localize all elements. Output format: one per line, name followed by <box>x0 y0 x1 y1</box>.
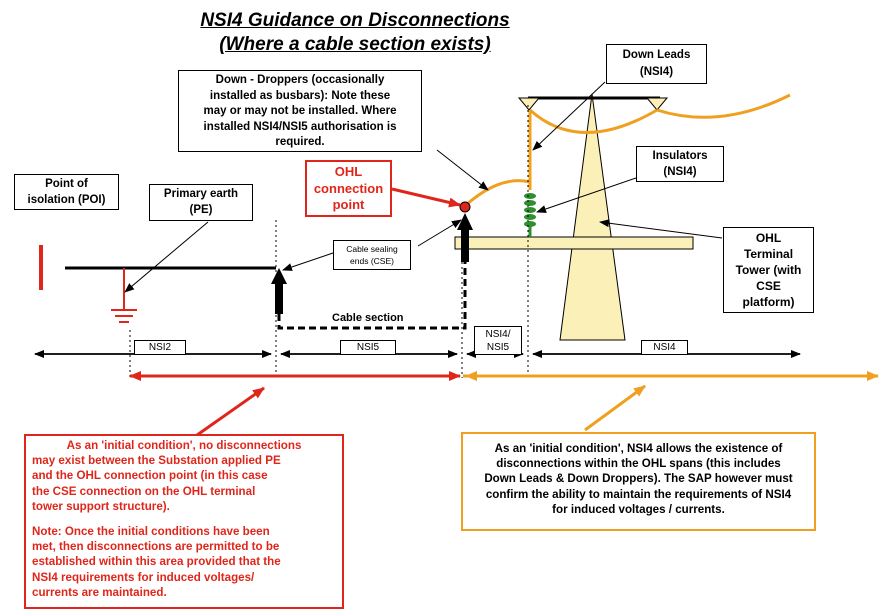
pointer-red-note <box>189 386 265 442</box>
down-leads-line-2: (NSI4) <box>639 66 674 78</box>
ohl-tower-line-3: Tower (with <box>735 263 802 277</box>
zone-label-nsi4: NSI4 <box>641 340 688 355</box>
insulators-line-2: (NSI4) <box>663 165 697 178</box>
cse-line-2: ends (CSE) <box>350 256 394 266</box>
pointer-down-leads <box>532 81 606 151</box>
down-droppers-line-3: may or may not be installed. Where <box>203 105 397 117</box>
orange-note-line-4: confirm the ability to maintain the requ… <box>485 487 792 501</box>
down-dropper-curve <box>465 179 531 207</box>
label-ohl-terminal-tower: OHL Terminal Tower (with CSE platform) <box>723 227 814 313</box>
ohl-tower-line-2: Terminal <box>743 247 794 261</box>
insulators-line-1: Insulators <box>652 150 708 162</box>
pointer-pe <box>124 221 209 293</box>
crossarm-insulator-left <box>517 97 541 111</box>
primary-earth-line-1: Primary earth <box>163 188 239 200</box>
ohl-connection-line-1: OHL <box>334 164 363 179</box>
label-primary-earth: Primary earth (PE) <box>149 184 253 221</box>
label-ohl-connection-point: OHL connection point <box>305 160 392 217</box>
ohl-connection-line-2: connection <box>313 180 384 196</box>
red-note-p2-l4: NSI4 requirements for induced voltages/ <box>32 570 255 584</box>
red-note-p2-l3: established within this area provided th… <box>32 555 281 569</box>
red-initial-condition-note: As an 'initial condition', no disconnect… <box>24 434 344 609</box>
pointer-cse-left <box>282 252 334 271</box>
red-note-p1-l5: tower support structure). <box>32 499 170 513</box>
label-down-droppers: Down - Droppers (occasionally installed … <box>178 70 422 152</box>
ohl-tower <box>559 93 626 341</box>
down-droppers-line-2: installed as busbars): Note these <box>209 89 391 102</box>
label-cable-sealing-ends: Cable sealing ends (CSE) <box>333 240 411 270</box>
label-poi: Point of isolation (POI) <box>14 174 119 210</box>
pointer-cse-right <box>417 219 462 247</box>
crossarm-insulator-right <box>645 97 669 111</box>
zone-label-nsi4-nsi5: NSI4/ NSI5 <box>474 326 522 355</box>
ohl-connection-dot <box>459 201 471 213</box>
primary-earth-symbol <box>111 268 137 323</box>
insulator-stack <box>524 193 536 237</box>
zone-label-nsi2: NSI2 <box>134 340 186 355</box>
ohl-conductor-right <box>656 93 791 119</box>
red-note-p2-l2: met, then disconnections are permitted t… <box>32 540 280 554</box>
red-note-p1-l4: the CSE connection on the OHL terminal <box>32 484 256 498</box>
pointer-orange-note <box>584 384 646 432</box>
ohl-tower-line-4: CSE <box>756 279 781 293</box>
label-down-leads: Down Leads (NSI4) <box>606 44 707 84</box>
down-leads-line-1: Down Leads <box>622 49 691 61</box>
cse-line-1: Cable sealing <box>346 244 398 254</box>
red-note-p2-l5: currents are maintained. <box>32 585 167 599</box>
orange-note-line-5: for induced voltages / currents. <box>552 502 725 516</box>
red-note-p1-l3: and the OHL connection point (in this ca… <box>32 469 268 483</box>
pointer-insulators <box>536 177 637 213</box>
down-droppers-line-5: required. <box>275 136 325 148</box>
title-line-1: NSI4 Guidance on Disconnections <box>200 10 510 31</box>
ohl-conductor-left <box>528 108 658 134</box>
red-note-p2-l1: Note: Once the initial conditions have b… <box>32 525 270 539</box>
cse-left <box>271 268 287 314</box>
orange-note-line-1: As an 'initial condition', NSI4 allows t… <box>494 442 783 455</box>
primary-earth-line-2: (PE) <box>189 203 213 216</box>
orange-note-line-3: Down Leads & Down Droppers). The SAP how… <box>484 472 793 486</box>
cse-platform <box>454 236 694 250</box>
red-note-p1-l2: may exist between the Substation applied… <box>32 454 281 468</box>
pointer-down-droppers <box>436 149 489 191</box>
zone-nsi4nsi5-line-2: NSI5 <box>486 342 510 353</box>
label-insulators: Insulators (NSI4) <box>636 146 724 182</box>
ohl-tower-line-1: OHL <box>755 231 782 245</box>
orange-note-line-2: disconnections within the OHL spans (thi… <box>496 457 781 471</box>
title-line-2: (Where a cable section exists) <box>219 34 491 55</box>
down-droppers-line-1: Down - Droppers (occasionally <box>215 74 385 86</box>
ohl-tower-line-5: platform) <box>742 295 795 309</box>
red-note-p1-l1: As an 'initial condition', no disconnect… <box>66 439 302 452</box>
cable-section-line <box>277 262 467 330</box>
ohl-connection-line-3: point <box>332 197 365 212</box>
orange-initial-condition-note: As an 'initial condition', NSI4 allows t… <box>461 432 816 531</box>
label-cable-section: Cable section <box>332 312 404 324</box>
pointer-ohl-tower <box>599 219 723 239</box>
down-droppers-line-4: installed NSI4/NSI5 authorisation is <box>203 120 397 133</box>
red-note-para-2: Note: Once the initial conditions have b… <box>32 524 336 600</box>
zone-label-nsi5: NSI5 <box>340 340 396 355</box>
poi-line-1: Point of <box>45 178 88 190</box>
poi-line-2: isolation (POI) <box>27 193 106 206</box>
zone-nsi4nsi5-line-1: NSI4/ <box>485 329 511 340</box>
pointer-ohl-connection <box>391 187 461 208</box>
red-note-para-1: As an 'initial condition', no disconnect… <box>32 438 336 514</box>
